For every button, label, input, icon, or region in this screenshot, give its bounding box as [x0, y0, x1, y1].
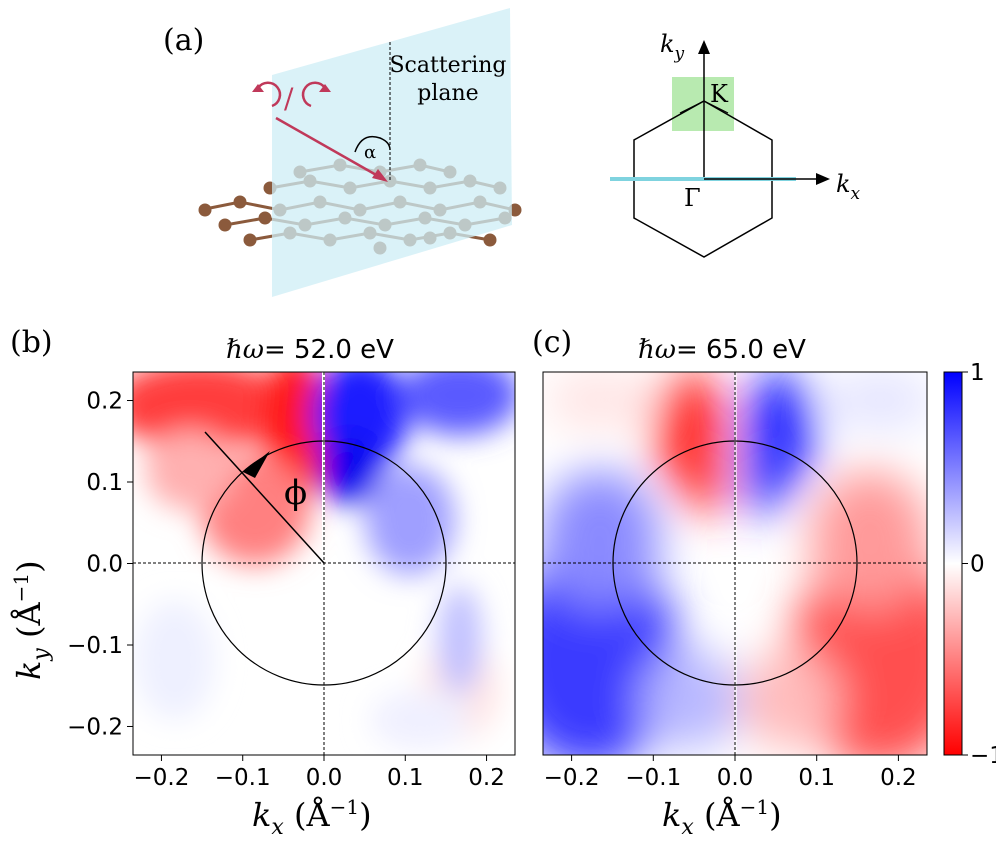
panel-c: (c) ℏω= 65.0 eV −0.2−0.	[532, 325, 928, 840]
scattering-plane-label-1: Scattering	[389, 53, 506, 78]
b-xtick-label: −0.1	[215, 765, 271, 791]
k-point-highlight	[672, 77, 734, 131]
angle-alpha-label: α	[364, 142, 376, 163]
colorbar-tick-label: −1	[970, 743, 996, 769]
b-xtick-label: −0.2	[134, 765, 190, 791]
scattering-plane-icon	[272, 8, 512, 297]
ccw-arrowhead-icon	[319, 84, 331, 92]
colorbar-tick-label: 1	[970, 360, 985, 386]
cw-arrowhead-icon	[252, 84, 264, 92]
hexagon-bz-icon	[633, 100, 773, 258]
b-ytick-label: 0.0	[86, 552, 123, 578]
scattering-plane-label-2: plane	[417, 81, 478, 106]
brillouin-zone: ky kx K Γ	[610, 30, 861, 258]
colorbar-ticks: 1 0 −1	[962, 360, 996, 769]
unit-circle-b	[201, 440, 447, 686]
b-ytick-label: −0.2	[67, 714, 123, 740]
ky-arrowhead-icon	[698, 40, 710, 54]
colorbar-tick-label: 0	[970, 552, 985, 578]
xlabel-c: kx (Å−1)	[662, 795, 782, 840]
kx-label: kx	[836, 170, 861, 204]
xlabel-b: kx (Å−1)	[252, 795, 372, 840]
b-ytick-label: −0.1	[67, 633, 123, 659]
gamma-point-label: Γ	[684, 184, 701, 212]
b-xtick-label: 0.0	[306, 765, 343, 791]
panel-b-label: (b)	[10, 325, 53, 360]
panel-b: (b) ℏω= 52.0 eV	[9, 325, 516, 840]
c-xtick-label: 0.1	[798, 765, 835, 791]
ky-label: ky	[660, 30, 685, 64]
phi-label: ϕ	[284, 473, 307, 513]
helicity-separator: /	[284, 82, 294, 115]
circular-polarization-icon	[256, 81, 327, 108]
b-xtick-label: 0.2	[468, 765, 505, 791]
incident-light-arrow	[275, 116, 379, 178]
b-ytick-label: 0.1	[86, 470, 123, 496]
b-xtick-label: 0.1	[387, 765, 424, 791]
ticks-b: −0.2 −0.1 0.0 0.1 0.2 0.2 0.1 0.0 −0.1 −0.2	[67, 389, 505, 791]
c-xtick-label: −0.2	[544, 765, 600, 791]
angle-arc-icon	[354, 135, 391, 153]
b-ytick-label: 0.2	[86, 389, 123, 415]
kx-arrowhead-icon	[816, 173, 830, 185]
heatmap-c	[543, 372, 927, 755]
phi-radius-line	[204, 431, 325, 564]
colorbar-gradient	[943, 371, 963, 756]
ticks-c: −0.2 −0.1 0.0 0.1 0.2	[544, 755, 917, 791]
c-xtick-label: −0.1	[625, 765, 681, 791]
panel-a: (a) Scattering plane	[163, 8, 861, 297]
ylabel-b: ky (Å−1)	[9, 560, 54, 680]
panel-c-title: ℏω= 65.0 eV	[638, 335, 806, 365]
panel-c-label: (c)	[532, 325, 572, 360]
incident-arrowhead-icon	[372, 169, 388, 182]
phi-arrowhead-icon	[243, 451, 270, 478]
panel-a-label: (a)	[163, 23, 204, 58]
colorbar: 1 0 −1	[943, 360, 996, 769]
c-xtick-label: 0.0	[717, 765, 754, 791]
unit-circle-c	[612, 440, 858, 686]
K-point-label: K	[710, 80, 729, 108]
c-xtick-label: 0.2	[880, 765, 917, 791]
panel-b-title: ℏω= 52.0 eV	[226, 335, 394, 365]
